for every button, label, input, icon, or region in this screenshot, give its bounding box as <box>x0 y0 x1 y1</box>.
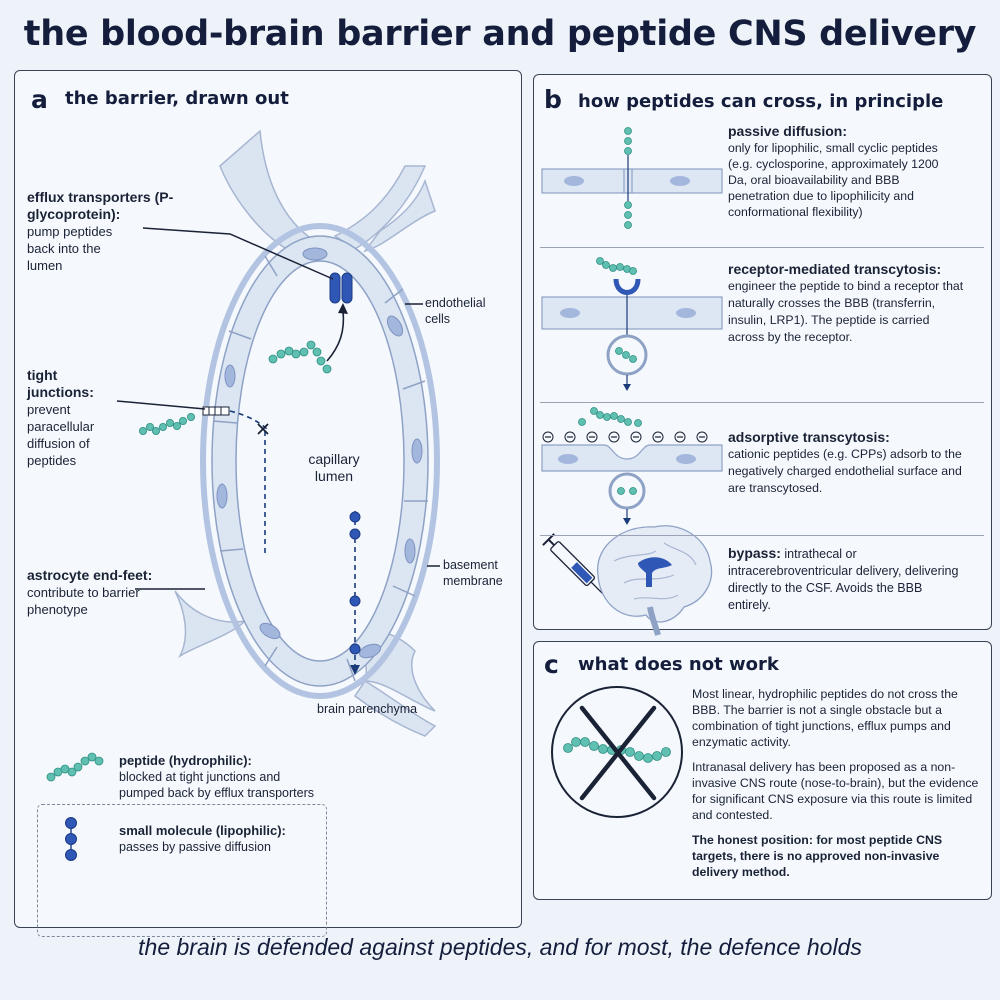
cell-boundaries <box>212 255 428 682</box>
parenchyma-label: brain parenchyma <box>317 702 418 716</box>
cell-nuclei <box>216 247 423 659</box>
transporter-icon <box>329 272 353 304</box>
barrier-diagram <box>46 129 440 861</box>
legend-small-text: passes by passive diffusion <box>119 840 271 854</box>
rmt-diagram <box>541 257 723 391</box>
tight-leader <box>116 400 206 410</box>
efflux-text: pump peptides back into the lumen <box>27 224 113 273</box>
x-mark-icon <box>257 423 269 435</box>
footer-tagline: the brain is defended against peptides, … <box>138 934 862 960</box>
efflux-arrow <box>326 310 345 362</box>
panel-c-para1: Most linear, hydrophilic peptides do not… <box>692 687 958 749</box>
syringe-icon <box>542 533 605 596</box>
basement-label: basement membrane <box>443 558 503 588</box>
rmt-text: engineer the peptide to bind a receptor … <box>728 279 964 344</box>
panel-b-letter: b <box>544 85 562 114</box>
panel-a-letter: a <box>31 85 48 114</box>
panel-b-title: how peptides can cross, in principle <box>578 91 944 112</box>
astro-heading: astrocyte end-feet: <box>27 567 153 583</box>
passive-diffusion-diagram <box>541 127 723 229</box>
panel-c-para3: The honest position: for most peptide CN… <box>692 833 943 879</box>
lumen-label: capillary lumen <box>308 451 360 484</box>
astrocyte-right <box>363 178 436 253</box>
bypass-text: intrathecal or intracerebroventricular d… <box>728 547 959 612</box>
legend <box>37 804 327 937</box>
divider-2 <box>540 402 984 403</box>
astro-text: contribute to barrier phenotype <box>27 585 140 617</box>
panel-b: b how peptides can cross, in principle <box>533 74 992 636</box>
tight-junction-icon <box>202 406 230 416</box>
small-molecule-dots <box>349 511 361 655</box>
amt-text: cationic peptides (e.g. CPPs) adsorb to … <box>728 447 962 495</box>
legend-peptide-text: blocked at tight junctions and pumped ba… <box>119 770 315 800</box>
peptide-chain-inside <box>268 340 332 374</box>
brain-icon <box>597 525 713 636</box>
no-cross-icon <box>551 686 683 818</box>
legend-peptide-heading: peptide (hydrophilic): <box>119 753 252 768</box>
rmt-heading: receptor-mediated transcytosis: <box>728 261 942 277</box>
tight-text: prevent paracellular diffusion of peptid… <box>27 402 95 468</box>
efflux-leader <box>142 227 334 280</box>
divider-3 <box>540 535 984 536</box>
divider-1 <box>540 247 984 248</box>
legend-peptide-icon <box>46 752 104 782</box>
astrocyte-bottom-left <box>174 590 248 659</box>
passive-text: only for lipophilic, small cyclic peptid… <box>728 141 939 219</box>
x-mark-icon <box>579 705 657 801</box>
astrocyte-lower-right-tip <box>353 679 437 737</box>
panel-c-title: what does not work <box>578 654 779 675</box>
tight-heading: tight junctions: <box>27 367 94 400</box>
receptor-icon <box>613 278 641 295</box>
legend-small-molecule-icon <box>65 817 77 861</box>
transport-diagrams <box>541 127 723 636</box>
efflux-heading: efflux transporters (P-glycoprotein): <box>27 189 174 222</box>
panel-c-letter: c <box>544 650 559 679</box>
page-title: the blood-brain barrier and peptide CNS … <box>23 14 977 54</box>
peptide-chain-blocked <box>139 412 195 435</box>
amt-diagram <box>541 407 723 525</box>
astrocyte-top-left <box>219 129 317 252</box>
panel-a-title: the barrier, drawn out <box>65 88 289 109</box>
legend-small-heading: small molecule (lipophilic): <box>119 823 286 838</box>
basement-membrane <box>200 223 440 699</box>
passive-heading: passive diffusion: <box>728 123 848 139</box>
bypass-heading: bypass: <box>728 545 781 561</box>
panel-a: a the barrier, drawn out <box>14 70 522 937</box>
panel-c-para2: Intranasal delivery has been proposed as… <box>692 760 979 822</box>
panel-c: c what does not work Most linear, hydrop… <box>533 641 992 900</box>
capillary-lumen-area <box>235 260 405 662</box>
amt-heading: adsorptive transcytosis: <box>728 429 890 445</box>
endothelial-label: endothelial cells <box>425 296 486 326</box>
